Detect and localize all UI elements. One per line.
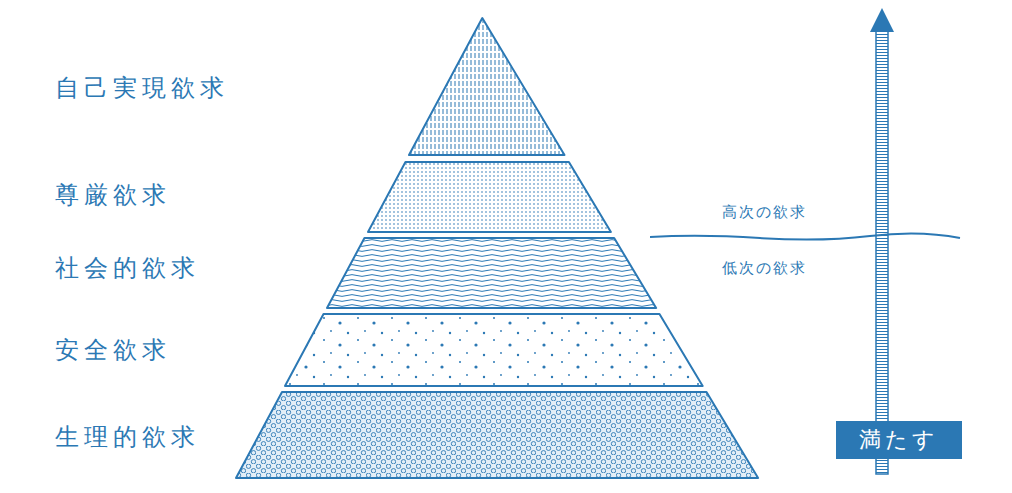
tier-outline: [409, 18, 564, 155]
pyramid-tier: 自己実現欲求: [409, 18, 564, 155]
tier-shape: [327, 238, 656, 308]
tier-outline: [285, 314, 703, 386]
tier-shape: [285, 314, 703, 386]
tier-label: 尊厳欲求: [55, 180, 171, 210]
pyramid-tier: 尊厳欲求: [368, 162, 611, 232]
level-label: 高次の欲求: [722, 202, 807, 222]
arrow-head: [870, 8, 894, 32]
pyramid-tier: 安全欲求: [285, 314, 703, 386]
filled-box: 満たす: [836, 421, 962, 459]
arrow-shaft: [876, 30, 888, 474]
divider-line: [650, 233, 960, 239]
tier-label: 社会的欲求: [55, 253, 200, 283]
tier-outline: [368, 162, 611, 232]
tier-outline: [236, 392, 758, 478]
pyramid-tier: 生理的欲求: [236, 392, 758, 478]
level-label: 低次の欲求: [722, 258, 807, 278]
tier-label: 安全欲求: [55, 335, 171, 365]
tier-label: 生理的欲求: [55, 422, 200, 452]
tier-shape: [409, 18, 564, 155]
box-label: 満たす: [836, 426, 962, 454]
tier-outline: [327, 238, 656, 308]
tier-label: 自己実現欲求: [55, 73, 229, 103]
tier-shape: [236, 392, 758, 478]
tier-shape: [368, 162, 611, 232]
pyramid-tier: 社会的欲求: [327, 238, 656, 308]
